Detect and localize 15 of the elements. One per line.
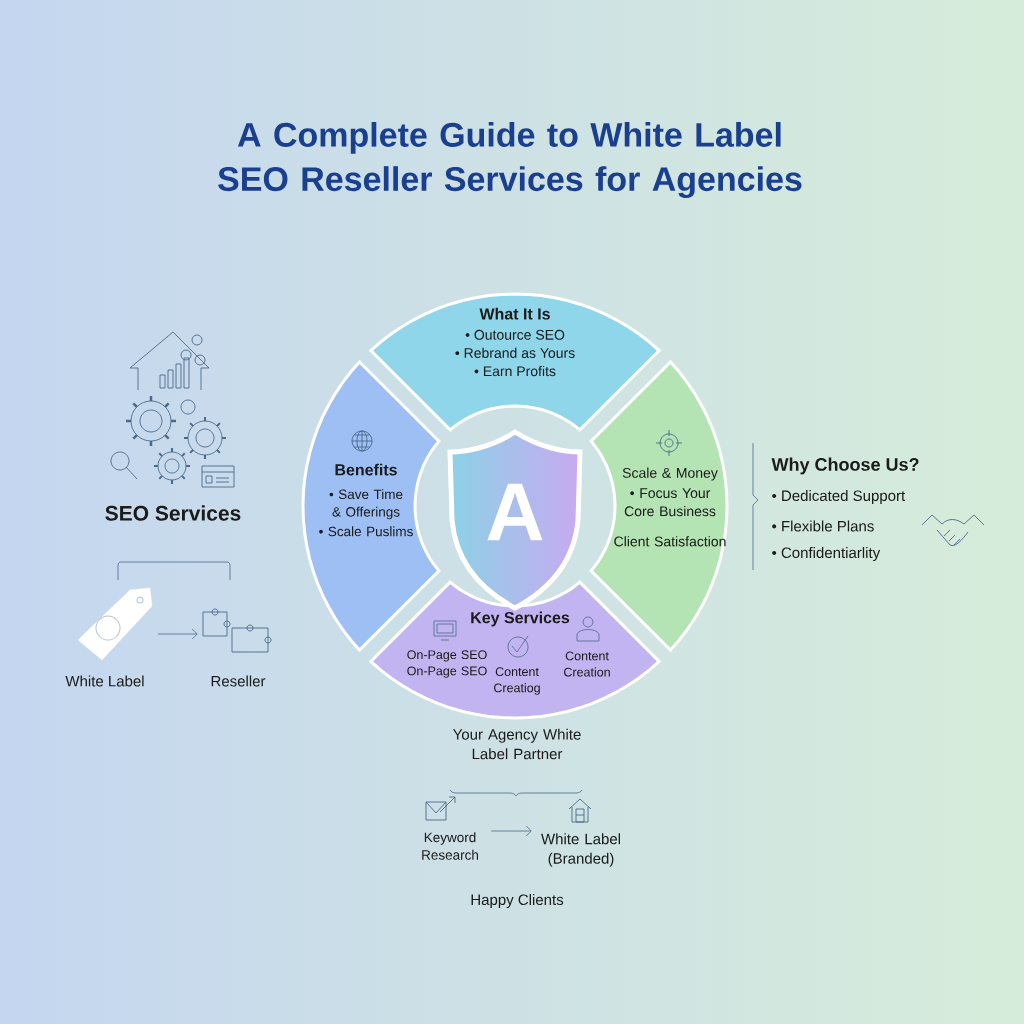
heading: Why Choose Us? xyxy=(771,457,919,475)
envelope-drawing: Keyword Research xyxy=(422,796,478,860)
house-drawing: White Label (Branded) xyxy=(541,798,620,867)
title: A Complete Guide to White Label SEO Reseller Services for Agencies xyxy=(218,122,802,198)
heading: SEO Services xyxy=(105,505,241,521)
puzzle-drawing: Reseller xyxy=(202,608,272,687)
bullet-item: • Dedicated Support xyxy=(772,490,906,504)
bullet-item: • Flexible Plans xyxy=(772,520,874,532)
bullet-item: • Confidentiarlity xyxy=(772,547,881,561)
arrow xyxy=(157,628,198,640)
arrow xyxy=(490,825,532,837)
caption: Your Agency White Label Partner xyxy=(453,728,581,760)
node-label: White Label xyxy=(65,675,144,687)
caption: Happy Clients xyxy=(471,894,564,908)
tag-drawing: White Label xyxy=(65,587,153,687)
